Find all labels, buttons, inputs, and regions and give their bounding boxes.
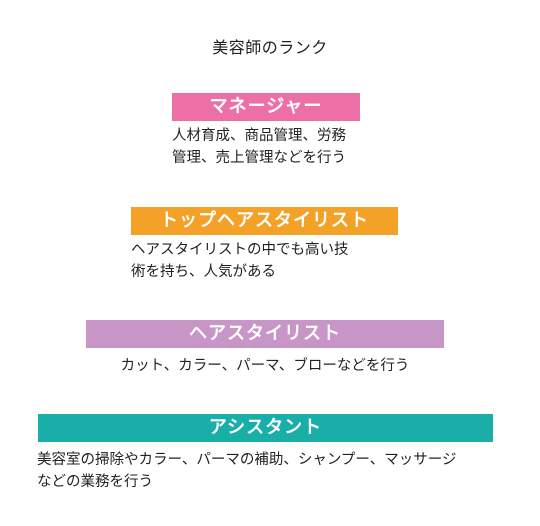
diagram-title: 美容師のランク [212,38,328,57]
description-line: カット、カラー、パーマ、ブローなどを行う [120,358,410,374]
rank-description-hair-stylist: カット、カラー、パーマ、ブローなどを行う [0,355,530,377]
rank-description-top-hair-stylist: ヘアスタイリストの中でも高い技 術を持ち、人気がある [131,239,349,283]
rank-description-assistant: 美容室の掃除やカラー、パーマの補助、シャンプー、マッサージ などの業務を行う [37,449,456,493]
description-line: ヘアスタイリストの中でも高い技 [131,242,349,258]
rank-bar-top-hair-stylist: トップヘアスタイリスト [131,207,398,235]
rank-bar-manager: マネージャー [172,93,360,121]
rank-bar-hair-stylist: ヘアスタイリスト [86,320,444,348]
description-line: 管理、売上管理などを行う [172,150,346,166]
rank-description-manager: 人材育成、商品管理、労務 管理、売上管理などを行う [172,125,346,169]
description-line: などの業務を行う [37,474,153,490]
description-line: 術を持ち、人気がある [131,264,276,280]
description-line: 人材育成、商品管理、労務 [172,128,346,144]
rank-bar-assistant: アシスタント [38,414,493,442]
description-line: 美容室の掃除やカラー、パーマの補助、シャンプー、マッサージ [37,452,457,468]
